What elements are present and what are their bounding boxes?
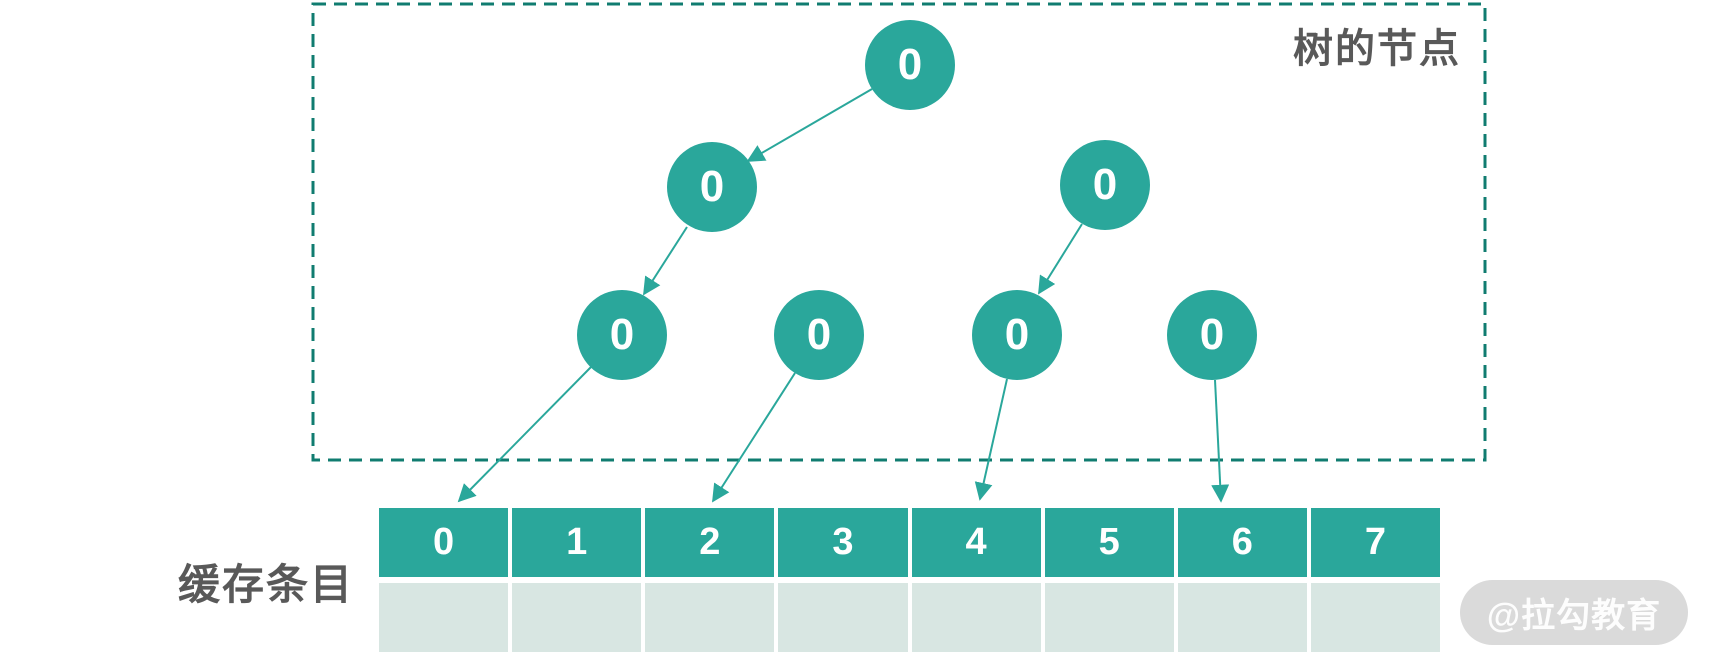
cache-index-row: 0 1 2 3 4 5 6 7: [379, 508, 1440, 577]
edge-level3-1-to-cache-cell-0: [457, 366, 592, 503]
cache-value-row: [379, 583, 1440, 652]
edge-root-to-level2-left: [746, 88, 873, 162]
tree-node-value: 0: [1199, 310, 1225, 359]
tree-node-value: 0: [1092, 160, 1118, 209]
cache-entries-label: 缓存条目: [178, 561, 355, 608]
tree-node-value: 0: [609, 310, 635, 359]
cache-index-cell-3: 3: [778, 508, 908, 577]
cache-value-cell-2: [645, 583, 775, 652]
tree-node-level3-4: 0: [1167, 290, 1257, 380]
cache-value-cell-4: [911, 583, 1041, 652]
tree-node-root: 0: [865, 20, 955, 110]
edge-level3-3-to-cache-cell-4: [974, 378, 1008, 501]
cache-index-cell-4: 4: [911, 508, 1041, 577]
edge-level2-left-to-level3-1: [643, 226, 688, 296]
cache-value-cell-7: [1310, 583, 1440, 652]
watermark-badge: @拉勾教育: [1460, 580, 1688, 645]
tree-nodes-box: 树的节点: [313, 2, 1487, 461]
cache-value-cell-1: [512, 583, 642, 652]
cache-index-cell-7: 7: [1310, 508, 1440, 577]
edge-level3-4-to-cache-cell-6: [1211, 379, 1230, 503]
tree-node-level2-right: 0: [1060, 140, 1150, 230]
tree-node-level3-2: 0: [774, 290, 864, 380]
tree-node-level2-left: 0: [667, 142, 757, 232]
tree-node-value: 0: [897, 40, 923, 89]
cache-index-cell-0: 0: [379, 508, 509, 577]
cache-index-cell-2: 2: [645, 508, 775, 577]
tree-node-level3-3: 0: [972, 290, 1062, 380]
watermark-text: @拉勾教育: [1486, 597, 1662, 635]
edge-level3-2-to-cache-cell-2: [712, 372, 796, 503]
cache-table: 0 1 2 3 4 5 6 7: [379, 508, 1440, 652]
edge-level2-right-to-level3-3: [1038, 223, 1083, 295]
cache-value-cell-3: [778, 583, 908, 652]
cache-index-cell-5: 5: [1044, 508, 1174, 577]
tree-node-value: 0: [699, 162, 725, 211]
cache-index-cell-6: 6: [1177, 508, 1307, 577]
cache-value-cell-0: [379, 583, 509, 652]
cache-index-cell-1: 1: [512, 508, 642, 577]
cache-value-cell-5: [1044, 583, 1174, 652]
tree-box-dashed-border: [311, 2, 1487, 462]
tree-box-label: 树的节点: [1293, 27, 1461, 71]
tree-node-value: 0: [806, 310, 832, 359]
tree-node-value: 0: [1004, 310, 1030, 359]
tree-node-level3-1: 0: [577, 290, 667, 380]
cache-value-cell-6: [1177, 583, 1307, 652]
